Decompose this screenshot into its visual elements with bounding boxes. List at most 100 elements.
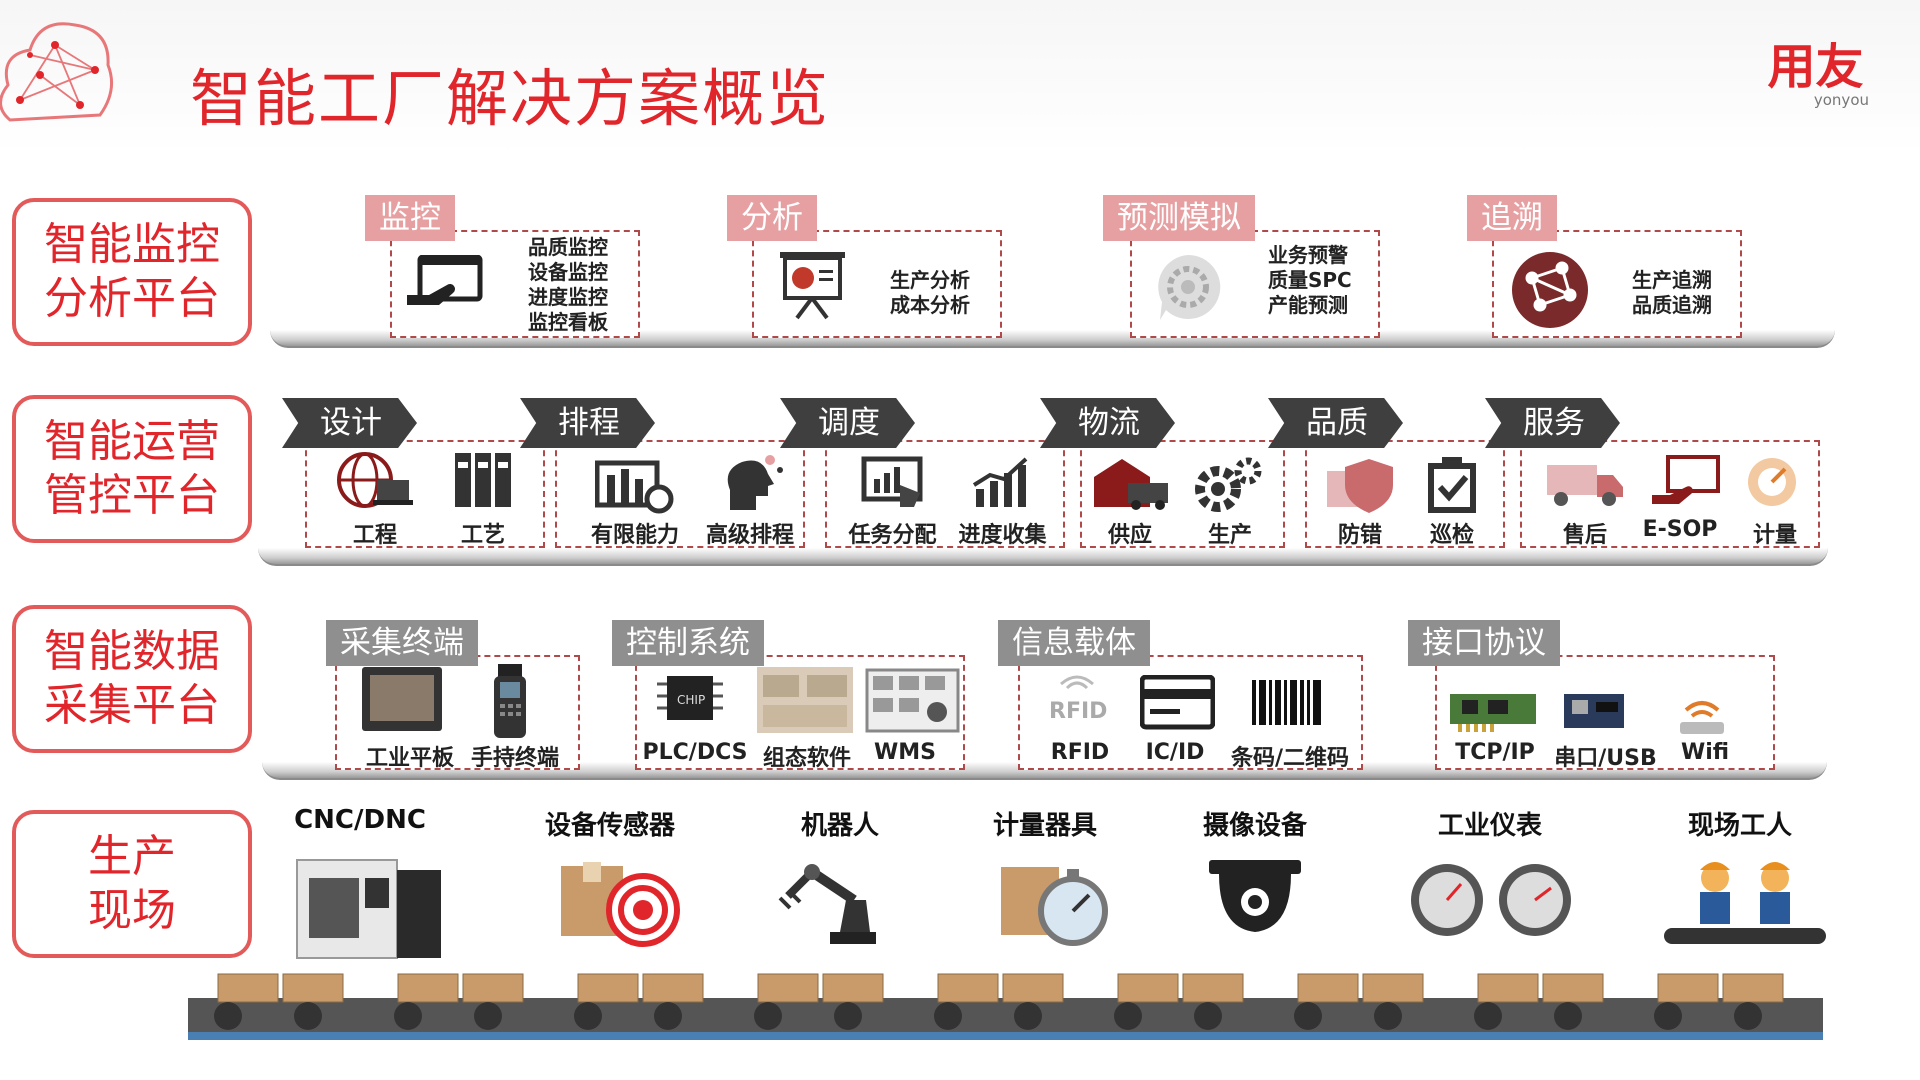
header-background	[0, 0, 1920, 155]
op-label: 生产	[1207, 523, 1252, 548]
op-label: 有限能力	[590, 523, 679, 548]
op-label: 巡检	[1429, 523, 1474, 548]
field-label: 机器人	[800, 811, 879, 841]
camera-icon	[1205, 858, 1305, 938]
gears-icon	[1190, 455, 1265, 515]
workers-icon	[1660, 848, 1830, 948]
platform-line: 智能监控	[44, 219, 220, 270]
robot-arm-icon	[770, 852, 900, 947]
item-text: 生产分析	[890, 268, 970, 292]
platform-field-label: 生产 现场	[12, 810, 252, 958]
item-text: 产能预测	[1268, 293, 1348, 317]
rising-chart-icon	[970, 455, 1030, 510]
op-label: 任务分配	[848, 523, 937, 548]
data-label: IC/ID	[1145, 740, 1205, 765]
data-label: 手持终端	[470, 746, 559, 771]
item-text: 监控看板	[528, 310, 608, 334]
item-text: 成本分析	[890, 293, 970, 317]
field-label: 工业仪表	[1437, 811, 1542, 841]
platform-line: 管控平台	[44, 470, 220, 521]
data-label: WMS	[873, 740, 936, 765]
field-label: 摄像设备	[1202, 811, 1307, 841]
platform-line: 采集平台	[44, 680, 220, 731]
hand-screen-icon	[1650, 455, 1720, 510]
touch-screen-chart-icon	[860, 455, 930, 515]
data-label: PLC/DCS	[642, 740, 748, 765]
svg-text:CHIP: CHIP	[677, 693, 705, 707]
field-label: 计量器具	[992, 811, 1097, 841]
data-label: 串口/USB	[1554, 746, 1657, 771]
shelf-monitor	[270, 330, 1835, 348]
gauge-icon	[1745, 455, 1800, 510]
brand-sub: yonyou	[1813, 91, 1869, 109]
tag-terminal: 采集终端	[326, 620, 478, 666]
wifi-router-icon	[1672, 688, 1732, 738]
network-card-icon	[1448, 690, 1538, 735]
data-label: Wifi	[1680, 740, 1730, 765]
item-list: 生产追溯 品质追溯	[1632, 268, 1712, 318]
cnc-machine-icon	[295, 850, 445, 960]
item-text: 进度监控	[528, 285, 608, 309]
data-label: RFID	[1050, 740, 1110, 765]
head-ideas-icon	[720, 450, 785, 512]
field-label: 现场工人	[1687, 811, 1792, 841]
field-label: 设备传感器	[544, 811, 675, 841]
platform-line: 生产	[88, 831, 176, 882]
screen-hand-icon	[405, 255, 485, 320]
chip-icon: CHIP	[655, 668, 725, 728]
card-icon	[1140, 675, 1215, 730]
clipboard-check-icon	[1422, 455, 1482, 515]
industrial-tablet-icon	[360, 665, 445, 735]
presentation-chart-icon	[775, 250, 850, 320]
op-label: 防错	[1337, 523, 1382, 548]
op-label: 供应	[1107, 523, 1152, 548]
item-text: 设备监控	[528, 260, 608, 284]
brand-logo: 用友 yonyou	[1758, 40, 1873, 120]
data-label: 组态软件	[762, 746, 851, 771]
shield-box-icon	[1325, 455, 1400, 515]
data-label: 工业平板	[365, 746, 454, 771]
op-label: 高级排程	[705, 523, 794, 548]
chevron-quality: 品质	[1268, 398, 1403, 448]
op-label: 售后	[1562, 523, 1607, 548]
item-list: 品质监控 设备监控 进度监控 监控看板	[528, 235, 608, 335]
factory-gear-icon	[595, 455, 675, 515]
tag-protocol: 接口协议	[1408, 620, 1560, 666]
platform-monitor-label: 智能监控 分析平台	[12, 198, 252, 346]
brain-gear-icon	[1148, 250, 1228, 325]
chevron-service: 服务	[1485, 398, 1620, 448]
cloud-network-icon	[0, 10, 115, 130]
rfid-caption: RFID	[1049, 699, 1107, 724]
op-label: 工艺	[460, 523, 505, 548]
page-title: 智能工厂解决方案概览	[190, 62, 831, 135]
chevron-schedule: 排程	[520, 398, 655, 448]
sensor-box-icon	[555, 852, 685, 947]
chevron-design: 设计	[282, 398, 417, 448]
delivery-truck-icon	[1545, 455, 1625, 510]
group-box	[390, 230, 640, 338]
chevron-dispatch: 调度	[780, 398, 915, 448]
warehouse-rack-icon	[865, 668, 960, 733]
item-text: 质量SPC	[1268, 268, 1352, 292]
platform-line: 分析平台	[44, 273, 220, 324]
handheld-terminal-icon	[490, 662, 530, 742]
tag-forecast: 预测模拟	[1103, 195, 1255, 241]
op-label: 计量	[1752, 523, 1797, 548]
globe-laptop-icon	[335, 450, 415, 510]
binders-icon	[453, 450, 513, 510]
brand-name: 用友	[1767, 39, 1864, 95]
barcode-icon	[1250, 680, 1325, 725]
rfid-icon: RFID	[1045, 672, 1110, 727]
data-label: TCP/IP	[1455, 740, 1535, 765]
serial-board-icon	[1560, 688, 1630, 733]
tag-trace: 追溯	[1467, 195, 1557, 241]
op-label: 进度收集	[958, 523, 1047, 548]
item-text: 品质追溯	[1632, 293, 1712, 317]
op-label: 工程	[352, 523, 397, 548]
warehouse-truck-icon	[1092, 455, 1172, 510]
platform-line: 现场	[88, 885, 176, 936]
platform-data-label: 智能数据 采集平台	[12, 605, 252, 753]
dial-gauges-icon	[1405, 860, 1585, 940]
conveyor-belt	[188, 968, 1823, 1048]
platform-ops-label: 智能运营 管控平台	[12, 395, 252, 543]
